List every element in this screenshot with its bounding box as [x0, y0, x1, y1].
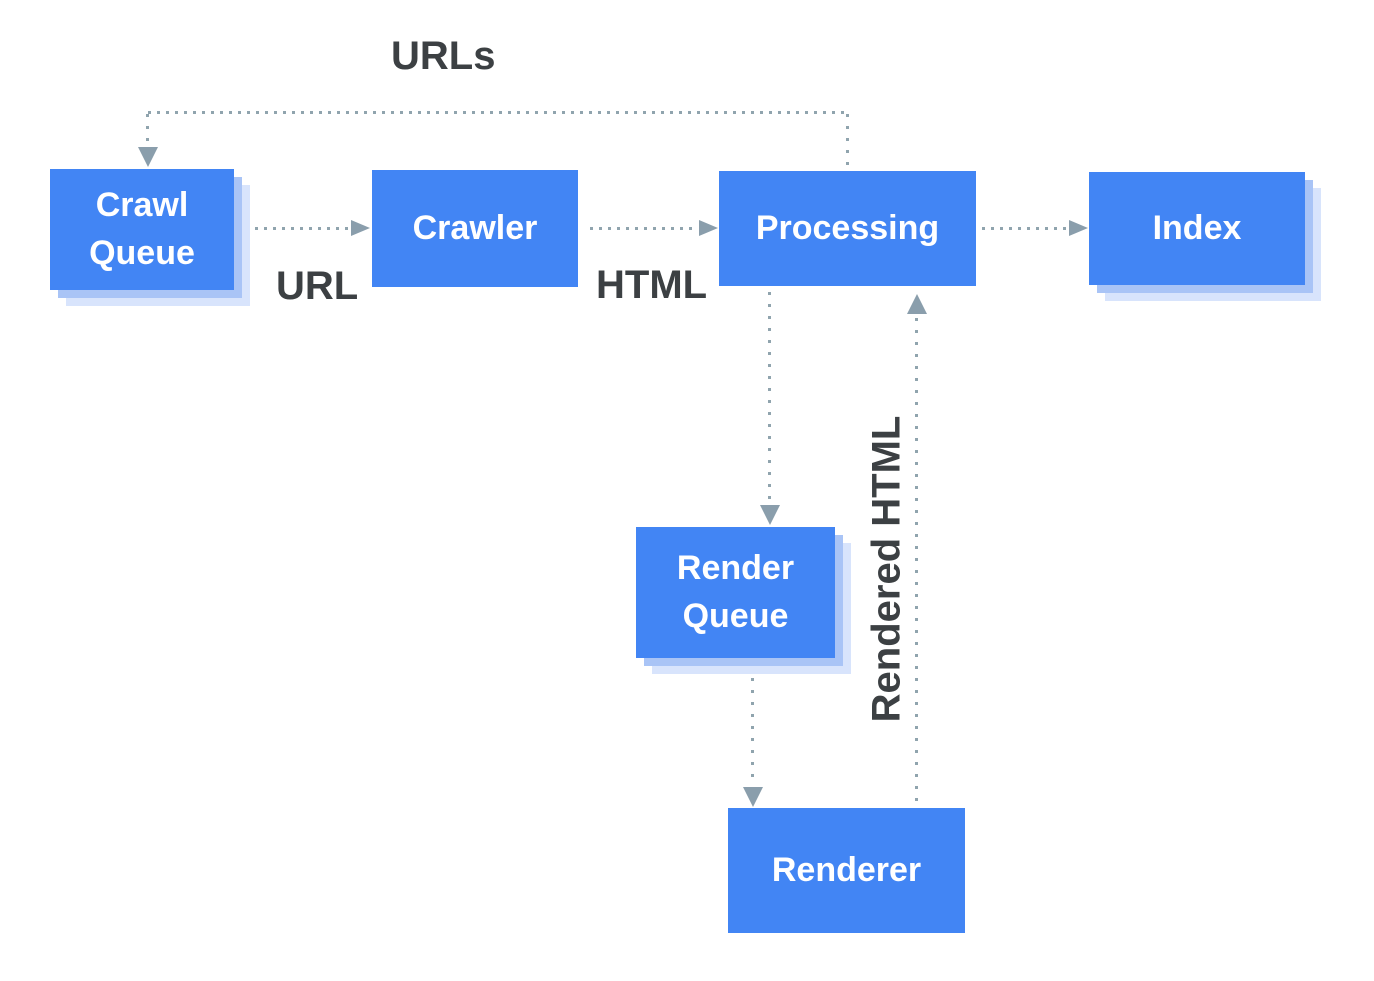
arrowhead-into-index: [1069, 220, 1088, 236]
arrowhead-into-crawler: [351, 220, 370, 236]
arrowhead-into-renderer: [743, 787, 763, 807]
edge-label-urls: URLs: [391, 34, 496, 78]
edge-label-html: HTML: [596, 263, 708, 307]
node-processing: Processing: [719, 171, 976, 286]
node-render-queue: Render Queue: [636, 527, 835, 658]
node-processing-label: Processing: [755, 208, 940, 247]
edge-urls-left-vertical-line: [146, 114, 149, 146]
node-index-label: Index: [1152, 208, 1242, 247]
edge-processing-to-render-queue-line: [768, 292, 771, 504]
node-crawl-queue: Crawl Queue: [50, 169, 234, 290]
edge-crawl-queue-to-crawler-line: [255, 227, 350, 230]
edge-urls-right-vertical-line: [846, 114, 849, 168]
node-render-queue-label: Render Queue: [676, 548, 795, 635]
edge-label-rendered-html: Rendered HTML: [864, 415, 909, 723]
edge-processing-to-index-line: [982, 227, 1068, 230]
edge-renderer-to-processing-line: [915, 318, 918, 806]
arrowhead-into-processing-bottom: [907, 294, 927, 314]
edge-urls-horizontal-line: [148, 111, 850, 114]
node-crawler-label: Crawler: [412, 208, 538, 247]
node-index: Index: [1089, 172, 1305, 285]
node-renderer-label: Renderer: [771, 850, 922, 889]
edge-crawler-to-processing-line: [590, 227, 698, 230]
node-crawl-queue-label: Crawl Queue: [89, 185, 195, 272]
node-renderer: Renderer: [728, 808, 965, 933]
node-crawler: Crawler: [372, 170, 578, 287]
edge-render-queue-to-renderer-line: [751, 678, 754, 786]
arrowhead-into-crawl-queue: [138, 147, 158, 167]
arrowhead-into-processing: [699, 220, 718, 236]
arrowhead-into-render-queue: [760, 505, 780, 525]
edge-label-url: URL: [276, 264, 359, 308]
